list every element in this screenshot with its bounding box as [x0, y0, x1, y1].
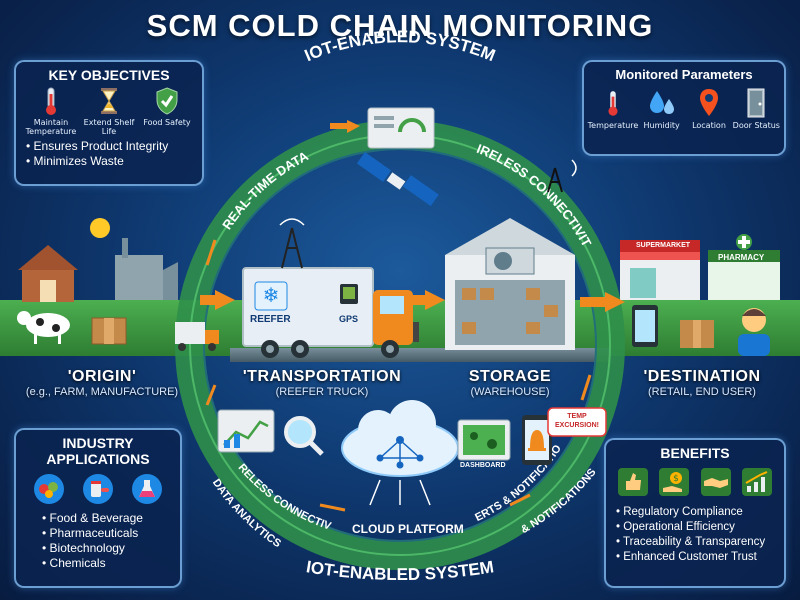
cloud-platform-label: CLOUD PLATFORM	[352, 522, 464, 536]
cloud-icon	[341, 400, 459, 506]
supermarket-icon	[620, 240, 700, 300]
hourglass-icon	[101, 88, 117, 114]
map-dashboard-icon	[457, 419, 511, 461]
gps-label: GPS	[339, 314, 359, 324]
droplets-icon	[649, 91, 674, 114]
list-item: Ensures Product Integrity	[26, 139, 196, 154]
objective-label: Food Safety	[143, 118, 191, 127]
customer-icon	[738, 308, 770, 356]
gauge-dashboard-icon	[367, 107, 435, 149]
shield-check-icon	[156, 87, 178, 115]
monitored-parameters-panel: Monitored Parameters Temperature Humidit…	[582, 60, 786, 156]
cow-icon	[17, 311, 70, 344]
parameter-label: Temperature	[587, 121, 639, 130]
alert-bell-icon	[522, 415, 552, 465]
benefits-bullets: Regulatory Compliance Operational Effici…	[616, 505, 778, 565]
stage-storage: STORAGE (WAREHOUSE)	[440, 368, 580, 398]
benefits-title: BENEFITS	[660, 445, 730, 461]
page-title: SCM COLD CHAIN MONITORING	[146, 8, 654, 43]
objective-label: Extend Shelf Life	[83, 118, 135, 136]
reefer-label: REEFER	[250, 314, 291, 325]
smartphone-icon	[632, 305, 658, 347]
stage-title: 'DESTINATION	[643, 368, 761, 385]
svg-text:❄: ❄	[263, 283, 280, 307]
stage-origin: 'ORIGIN' (e.g., FARM, MANUFACTURE)	[2, 368, 202, 398]
stage-destination: 'DESTINATION (RETAIL, END USER)	[612, 368, 792, 398]
temp-excursion-bubble	[547, 407, 607, 437]
key-objectives-panel: KEY OBJECTIVES Maintain Temperature Exte…	[14, 60, 204, 186]
svg-text:$: $	[673, 474, 679, 484]
medicine-icon	[82, 474, 113, 504]
ring-arrows	[205, 239, 592, 512]
money-hand-icon: $	[659, 468, 690, 496]
objective-label: Maintain Temperature	[25, 118, 77, 136]
industry-bullets: Food & Beverage Pharmaceuticals Biotechn…	[42, 511, 172, 571]
location-pin-icon	[699, 89, 718, 116]
stage-subtitle: (e.g., FARM, MANUFACTURE)	[25, 386, 179, 398]
pharmacy-sign: PHARMACY	[718, 253, 765, 262]
satellite-icon	[356, 152, 439, 207]
package-icon	[91, 317, 127, 345]
list-item: Food & Beverage	[42, 511, 172, 526]
small-truck-icon	[175, 322, 219, 351]
list-item: Minimizes Waste	[26, 154, 196, 169]
stage-title: 'TRANSPORTATION	[242, 368, 402, 385]
magnifier-icon	[284, 416, 324, 456]
stage-subtitle: (WAREHOUSE)	[470, 386, 550, 398]
delivery-box-icon	[680, 320, 714, 348]
flow-arrows	[200, 120, 625, 312]
flask-icon	[132, 474, 163, 504]
stage-title: STORAGE	[468, 368, 552, 385]
temp-excursion-label: TEMP EXCURSION!	[555, 413, 599, 429]
list-item: Traceability & Transparency	[616, 535, 778, 550]
barn-icon	[18, 245, 78, 302]
list-item: Enhanced Customer Trust	[616, 550, 778, 565]
analytics-chart-icon	[217, 409, 275, 453]
stage-transportation: 'TRANSPORTATION (REEFER TRUCK)	[232, 368, 412, 398]
factory-icon	[115, 238, 178, 300]
thumbs-up-icon	[617, 468, 648, 496]
warehouse-icon	[445, 218, 575, 350]
list-item: Operational Efficiency	[616, 520, 778, 535]
industry-title: INDUSTRY APPLICATIONS	[46, 435, 150, 467]
door-icon	[747, 88, 765, 118]
list-item: Regulatory Compliance	[616, 505, 778, 520]
pharmacy-icon	[708, 234, 780, 300]
parameter-label: Door Status	[732, 121, 780, 130]
sun-icon	[90, 218, 110, 238]
parameter-label: Humidity	[643, 121, 680, 130]
thermometer-icon	[608, 91, 618, 116]
thermometer-icon	[46, 87, 56, 115]
list-item: Biotechnology	[42, 541, 172, 556]
parameter-label: Location	[692, 121, 726, 130]
list-item: Chemicals	[42, 556, 172, 571]
benefits-panel: BENEFITS $ Regulatory Compliance Operati…	[604, 438, 786, 588]
antenna-tower-icon	[279, 218, 305, 269]
handshake-icon	[700, 468, 731, 496]
list-item: Pharmaceuticals	[42, 526, 172, 541]
food-basket-icon	[33, 474, 64, 504]
cell-tower-icon	[547, 159, 577, 193]
monitored-parameters-title: Monitored Parameters	[615, 67, 753, 82]
industry-applications-panel: INDUSTRY APPLICATIONS Food & Beverage Ph…	[14, 428, 182, 588]
stage-subtitle: (RETAIL, END USER)	[648, 386, 756, 398]
supermarket-sign: SUPERMARKET	[636, 242, 691, 249]
stage-title: 'ORIGIN'	[67, 368, 137, 385]
key-objectives-title: KEY OBJECTIVES	[48, 67, 170, 83]
objective-bullets: Ensures Product Integrity Minimizes Wast…	[26, 139, 196, 169]
growth-chart-icon	[742, 468, 773, 496]
stage-subtitle: (REEFER TRUCK)	[275, 386, 369, 398]
dashboard-label: DASHBOARD	[460, 462, 506, 469]
reefer-truck-icon: ❄	[242, 267, 419, 358]
